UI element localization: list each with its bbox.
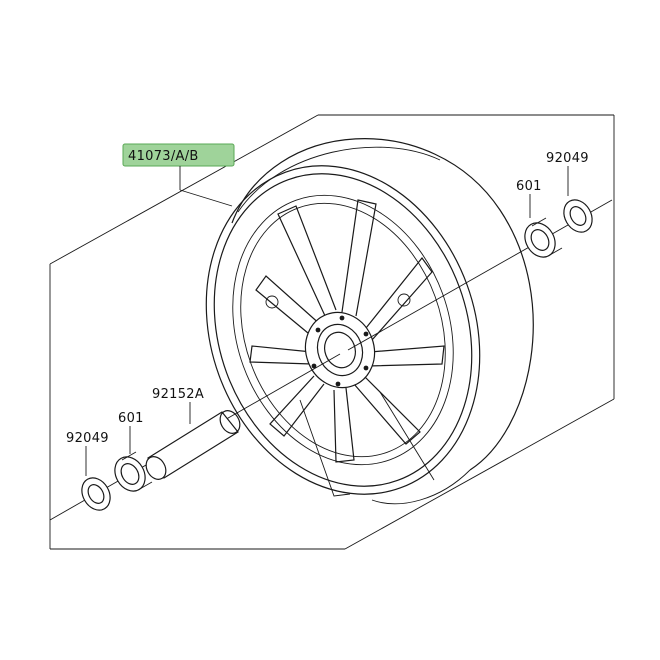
- left-seal-part-number[interactable]: 92049: [66, 431, 109, 446]
- assembly-part-number[interactable]: 41073/A/B: [128, 149, 199, 164]
- rotor-mount-hole: [265, 295, 279, 309]
- right-oil-seal: [563, 199, 593, 233]
- assembly-label-highlight: [122, 143, 235, 167]
- wheel-hub: [304, 311, 376, 389]
- right-seal-part-number[interactable]: 92049: [546, 151, 589, 166]
- collar-part-number[interactable]: 92152A: [152, 387, 204, 402]
- left-bearing-part-number[interactable]: 601: [118, 411, 144, 426]
- right-bearing: [524, 217, 563, 258]
- left-bearing: [114, 451, 153, 492]
- collar-sleeve: [145, 410, 241, 480]
- right-bearing-part-number[interactable]: 601: [516, 179, 542, 194]
- rotor-mount-hole: [397, 293, 411, 307]
- left-oil-seal: [81, 477, 111, 511]
- wheel: [205, 138, 534, 505]
- diagram-frame: [49, 114, 615, 550]
